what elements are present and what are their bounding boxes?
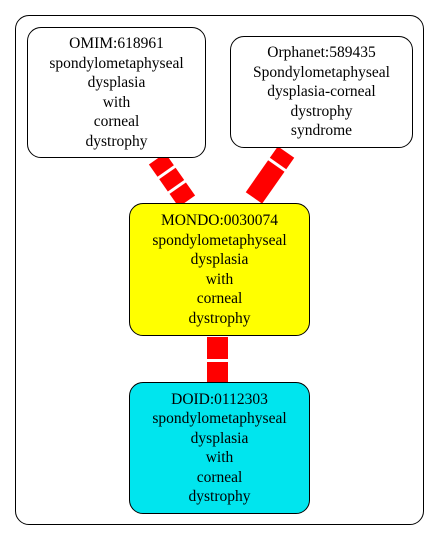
node-orphanet-line-1: Orphanet:589435 [267,44,376,62]
node-omim-line-1: OMIM:618961 [69,35,164,52]
edge-omim-mondo [148,152,196,208]
node-doid-line-6: dystrophy [188,488,251,505]
node-doid-line-1: DOID:0112303 [171,390,268,408]
node-orphanet-line-5: syndrome [290,122,353,140]
node-doid-line-5: corneal [196,468,243,486]
node-mondo-line-4: with [205,270,234,288]
node-orphanet[interactable]: Orphanet:589435 Spondylometaphyseal dysp… [230,36,413,148]
node-omim[interactable]: OMIM:618961 spondylometaphyseal dysplasi… [27,27,206,158]
edge-mondo-doid [207,337,228,382]
node-omim-line-2: spondylometaphyseal [49,54,184,72]
node-omim-line-4: with [102,93,131,111]
node-orphanet-line-4: dystrophy [290,102,353,120]
edge-orphanet-mondo [245,146,295,204]
node-omim-line-3: dysplasia [87,74,146,91]
node-mondo-line-6: dystrophy [188,309,251,327]
node-mondo[interactable]: MONDO:0030074 spondylometaphyseal dyspla… [129,203,310,336]
node-orphanet-line-3: dysplasia-corneal [267,83,376,101]
node-doid-line-2: spondylometaphyseal [152,410,287,427]
node-mondo-line-3: dysplasia [190,251,249,268]
node-mondo-line-5: corneal [196,290,243,307]
node-mondo-line-2: spondylometaphyseal [152,231,287,249]
node-omim-line-5: corneal [93,113,140,130]
node-doid[interactable]: DOID:0112303 spondylometaphyseal dysplas… [129,382,310,514]
node-doid-line-4: with [205,449,234,466]
node-orphanet-line-2: Spondylometaphyseal [253,63,390,81]
node-omim-line-6: dystrophy [85,132,148,150]
node-mondo-line-1: MONDO:0030074 [160,212,279,229]
node-doid-line-3: dysplasia [190,429,249,447]
